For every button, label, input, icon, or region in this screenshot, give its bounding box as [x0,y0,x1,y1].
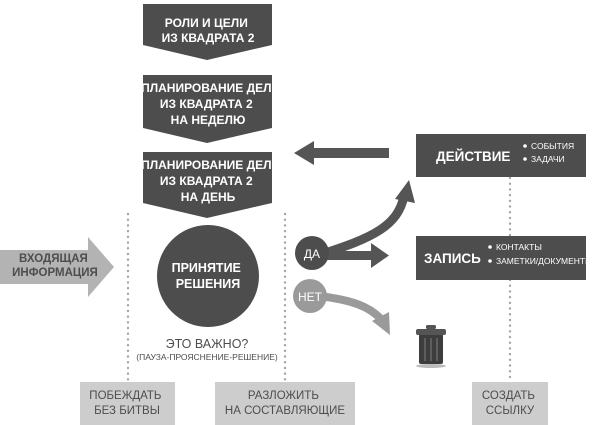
arrow-no-to-trash [317,292,390,335]
flow-step-line: НА НЕДЕЛЮ [171,113,246,127]
flow-step-roles-goals: РОЛИ И ЦЕЛИ ИЗ КВАДРАТА 2 [143,4,272,60]
action-item: СОБЫТИЯ [531,141,574,151]
bottom-label-line: ССЫЛКУ [486,405,535,417]
trash-can-lid [416,329,446,335]
flow-step-line: ИЗ КВАДРАТА 2 [160,97,253,111]
arrow-head [294,141,314,165]
bottom-label-line: РАЗЛОЖИТЬ [248,390,319,402]
decision-line: РЕШЕНИЯ [176,277,241,291]
bottom-label-text: ПОБЕЖДАТЬ БЕЗ БИТВЫ [89,390,164,417]
bottom-label-box [472,382,548,425]
bottom-label-line: ПОБЕЖДАТЬ [89,390,161,402]
answer-no-label: НЕТ [298,290,323,304]
flow-step-line: ПЛАНИРОВАНИЕ ДЕЛ [141,81,272,95]
answer-yes-label: ДА [304,247,320,261]
flow-step-shape [143,75,272,143]
bottom-label-box [80,382,175,425]
flow-step-daily-label: ПЛАНИРОВАНИЕ ДЕЛ ИЗ КВАДРАТА 2 НА ДЕНЬ [141,158,275,204]
flow-step-line: ИЗ КВАДРАТА 2 [162,31,255,45]
flow-step-line: ПЛАНИРОВАНИЕ ДЕЛ [141,158,272,172]
bottom-label-text: РАЗЛОЖИТЬ НА СОСТАВЛЯЮЩИЕ [225,390,345,417]
bottom-label-line: БЕЗ БИТВЫ [94,405,160,417]
record-item: КОНТАКТЫ [496,242,542,252]
arrow-head [372,312,390,335]
flow-step-line: НА ДЕНЬ [181,190,236,204]
arrow-shaft [314,148,389,158]
bottom-label-win-without-battle: ПОБЕЖДАТЬ БЕЗ БИТВЫ [80,382,175,425]
bottom-label-line: СОЗДАТЬ [482,390,535,402]
action-box: ДЕЙСТВИЕ СОБЫТИЯ ЗАДАЧИ [416,134,586,177]
incoming-line: ВХОДЯЩАЯ [19,253,88,265]
incoming-arrow-shape [0,237,114,297]
trash-can-shadow [416,364,446,368]
flow-step-daily-planning: ПЛАНИРОВАНИЕ ДЕЛ ИЗ КВАДРАТА 2 НА ДЕНЬ [141,152,275,218]
decision-node: ПРИНЯТИЕ РЕШЕНИЯ [157,225,259,327]
record-box-background [416,236,586,280]
record-box: ЗАПИСЬ КОНТАКТЫ ЗАМЕТКИ/ДОКУМЕНТЫ [416,236,593,280]
arrow-action-to-daily [294,141,389,165]
arrow-yes-to-record [322,243,389,268]
decision-hint: (ПАУЗА-ПРОЯСНЕНИЕ-РЕШЕНИЕ) [136,352,278,362]
incoming-line: ИНФОРМАЦИЯ [12,267,98,279]
arrow-yes-to-action [320,180,415,259]
record-item: ЗАМЕТКИ/ДОКУМЕНТЫ [496,256,593,266]
bottom-label-create-link: СОЗДАТЬ ССЫЛКУ [472,382,548,425]
flow-step-shape [143,152,272,218]
dotted-guides [126,176,512,384]
record-title: ЗАПИСЬ [424,251,481,266]
bullet-dot-icon [523,144,527,148]
answer-yes: ДА [295,236,329,270]
action-title: ДЕЙСТВИЕ [436,149,510,164]
incoming-information-arrow: ВХОДЯЩАЯ ИНФОРМАЦИЯ [0,237,114,297]
decision-question: ЭТО ВАЖНО? [166,337,249,351]
action-box-background [416,134,586,177]
answer-yes-circle [295,236,329,270]
action-item: ЗАДАЧИ [531,154,565,164]
arrow-curve [317,292,383,321]
trash-can-handle [426,325,436,329]
answer-no-circle [293,279,327,313]
bullet-dot-icon [488,259,492,263]
bottom-label-box [215,382,355,425]
arrow-curve [320,194,409,259]
flow-step-roles-label: РОЛИ И ЦЕЛИ ИЗ КВАДРАТА 2 [162,16,255,45]
flow-step-shape [143,4,272,60]
bottom-label-decompose: РАЗЛОЖИТЬ НА СОСТАВЛЯЮЩИЕ [215,382,355,425]
flow-step-line: ИЗ КВАДРАТА 2 [160,174,253,188]
flow-step-line: РОЛИ И ЦЕЛИ [165,16,248,30]
arrow-head [395,180,415,203]
incoming-information-label: ВХОДЯЩАЯ ИНФОРМАЦИЯ [12,253,98,279]
bottom-label-text: СОЗДАТЬ ССЫЛКУ [482,390,538,417]
flow-step-weekly-planning: ПЛАНИРОВАНИЕ ДЕЛ ИЗ КВАДРАТА 2 НА НЕДЕЛЮ [141,75,275,143]
bullet-dot-icon [488,245,492,249]
bullet-dot-icon [523,157,527,161]
decision-label: ПРИНЯТИЕ РЕШЕНИЯ [172,261,245,291]
answer-no: НЕТ [293,279,327,313]
decision-circle [157,225,259,327]
decision-line: ПРИНЯТИЕ [172,261,241,275]
trash-can-icon [416,325,446,368]
arrow-shaft [322,251,372,260]
arrow-head [371,243,389,268]
bottom-label-line: НА СОСТАВЛЯЮЩИЕ [225,405,345,417]
flow-step-weekly-label: ПЛАНИРОВАНИЕ ДЕЛ ИЗ КВАДРАТА 2 НА НЕДЕЛЮ [141,81,275,127]
